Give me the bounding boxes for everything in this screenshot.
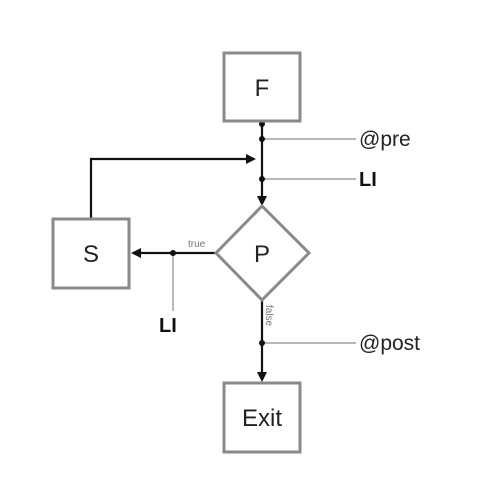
- annotation-post: @post: [359, 332, 420, 355]
- edge-label-true: true: [188, 239, 206, 250]
- junction-dot-pre: [259, 136, 265, 142]
- edge-s-loop-back: [89, 154, 256, 219]
- junction-dot-post: [259, 340, 265, 346]
- annotation-li-top: LI: [359, 169, 377, 191]
- node-p-label: P: [254, 241, 270, 268]
- node-p: P: [213, 203, 312, 303]
- node-exit-label: Exit: [242, 405, 282, 432]
- node-p-diamond: [213, 203, 312, 303]
- annotation-pre: @pre: [359, 128, 411, 151]
- node-exit: Exit: [222, 381, 302, 454]
- junction-dot-li-bottom: [170, 250, 176, 256]
- node-f-box: [222, 51, 302, 123]
- edge-label-false: false: [263, 305, 274, 327]
- node-f: F: [222, 51, 302, 123]
- node-s-box: [51, 217, 131, 290]
- node-s-label: S: [83, 241, 99, 268]
- node-s: S: [51, 217, 131, 290]
- junction-dot-li-top: [259, 176, 265, 182]
- annotation-li-bottom: LI: [159, 315, 177, 337]
- node-exit-box: [222, 381, 302, 454]
- node-f-label: F: [255, 75, 270, 102]
